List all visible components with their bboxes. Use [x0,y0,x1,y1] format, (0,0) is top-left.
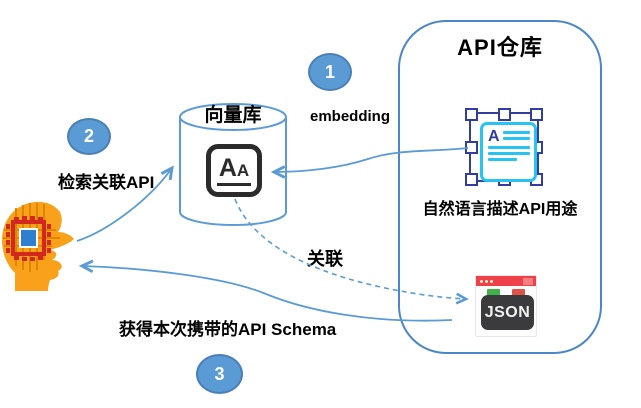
doc-caption: 自然语言描述API用途 [422,201,578,218]
selection-handle [498,108,511,121]
step-3-badge: 3 [196,354,243,394]
json-titlebar [476,276,536,286]
code-block-red [512,289,525,298]
step-1-badge: 1 [308,53,352,91]
selection-handle [530,108,543,121]
json-icon: JSON [481,295,534,330]
aa-underline [217,182,251,186]
code-block-green [487,289,500,297]
font-aa-icon: A A [206,144,262,197]
selection-handle [465,173,478,186]
ai-head-icon [2,201,74,291]
document-letter: A [488,128,500,145]
aa-large-letter: A [218,153,237,182]
selection-handle [465,108,478,121]
nl-description-doc-icon: A [465,108,543,186]
chip-frame [11,220,46,256]
vector-db-title: 向量库 [204,105,262,126]
label-association: 关联 [307,249,343,269]
label-api-schema: 获得本次携带的API Schema [119,320,337,339]
edge-api-schema [78,259,453,322]
label-retrieve-api: 检索关联API [58,173,155,192]
selection-handle [465,141,478,154]
chip-pins [6,216,51,261]
document-icon: A [480,122,537,182]
aa-small-letter: A [236,160,250,180]
api-repo-title: API仓库 [457,35,543,60]
chip-core [21,230,36,246]
label-embedding: embedding [310,108,391,125]
step-2-badge: 2 [67,118,111,155]
